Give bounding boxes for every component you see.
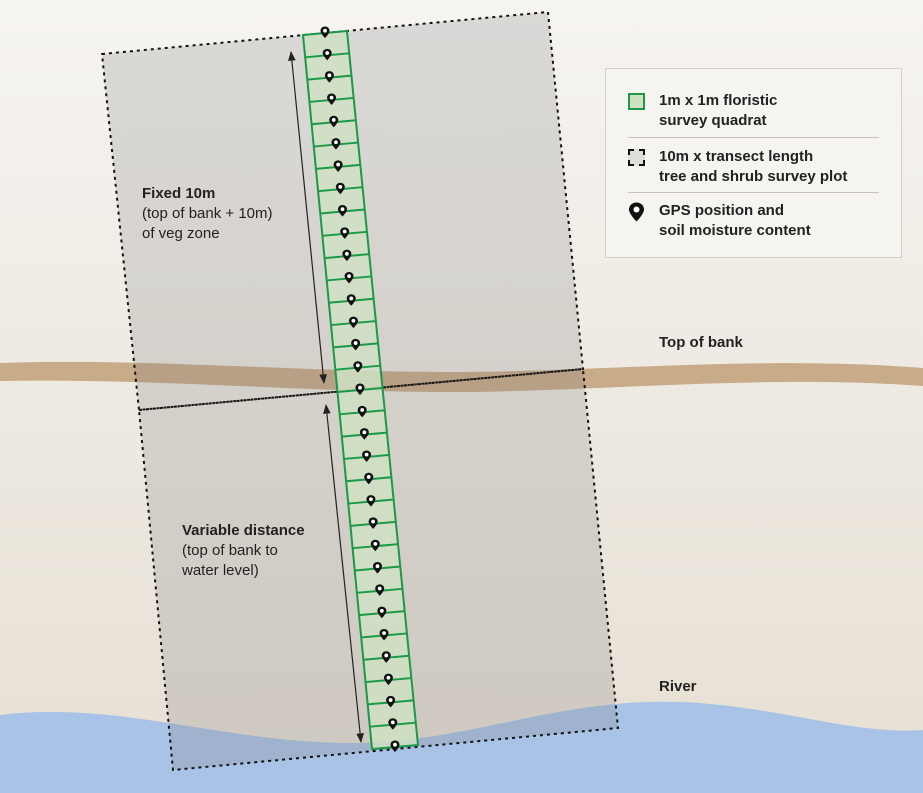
gps-pin-icon [386,695,396,708]
gps-pin-icon [320,26,330,38]
gps-pin-icon [362,450,372,462]
gps-pin-icon [390,740,400,752]
legend: 1m x 1m floristic survey quadrat 10m x t… [605,68,902,258]
gps-pin-icon [346,294,356,306]
gps-pin-icon [340,227,350,239]
gps-pin-icon [377,606,387,619]
variable-distance-arrow [323,404,364,743]
gps-pins [320,26,400,752]
gps-pin-icon [370,539,380,552]
top-of-bank-label: Top of bank [659,333,743,353]
gps-pin-icon [327,93,337,105]
legend-divider [628,137,879,138]
river-text: River [659,678,697,695]
gps-pin-icon [381,651,391,663]
gps-pin-icon [355,383,365,395]
gps-pin-icon [348,316,358,329]
fixed-distance-sub1: (top of bank + 10m) [142,205,273,222]
gps-pin-icon [331,138,341,150]
gps-pin-icon [364,472,374,485]
legend-item-quadrat: 1m x 1m floristic survey quadrat [628,91,879,131]
legend-quadrat-line2: survey quadrat [659,112,767,129]
gps-pin-icon [379,628,389,641]
gps-pin-icon [366,495,376,507]
gps-pin-icon [373,562,382,574]
gps-pin-icon [329,115,339,128]
map-pin-icon [629,202,644,222]
gps-pin-icon [333,160,343,172]
gps-pin-icon [383,673,393,686]
legend-quadrat-line1: 1m x 1m floristic [659,92,778,109]
green-square-icon [628,93,645,110]
gps-pin-icon [353,361,363,373]
gps-pin-icon [335,182,345,195]
gps-pin-icon [368,517,378,529]
variable-distance-sub1: (top of bank to [182,542,278,559]
legend-plot-line2: tree and shrub survey plot [659,168,848,185]
dashed-square-icon [628,149,645,166]
legend-plot-line1: 10m x transect length [659,148,814,165]
variable-distance-sub2: water level) [182,562,259,579]
fixed-distance-label: Fixed 10m (top of bank + 10m) of veg zon… [142,184,273,244]
gps-pin-icon [351,338,361,351]
legend-pin-line2: soil moisture content [659,222,811,239]
gps-pin-icon [344,271,354,284]
legend-divider [628,192,879,193]
gps-pin-icon [338,205,347,217]
top-of-bank-text: Top of bank [659,334,743,351]
gps-pin-icon [388,718,398,730]
legend-item-plot: 10m x transect length tree and shrub sur… [628,147,879,187]
variable-distance-title: Variable distance [182,522,305,539]
legend-pin-line1: GPS position and [659,202,785,219]
fixed-distance-title: Fixed 10m [142,185,216,202]
gps-pin-icon [375,584,385,596]
river-label: River [659,677,697,697]
fixed-distance-sub2: of veg zone [142,225,220,242]
river [0,701,923,793]
top-of-bank-band [0,361,923,392]
gps-pin-icon [324,71,334,83]
gps-pin-icon [342,249,352,262]
variable-distance-label: Variable distance (top of bank to water … [182,521,305,581]
fixed-distance-arrow [288,51,327,384]
legend-item-pin: GPS position and soil moisture content [628,201,879,241]
